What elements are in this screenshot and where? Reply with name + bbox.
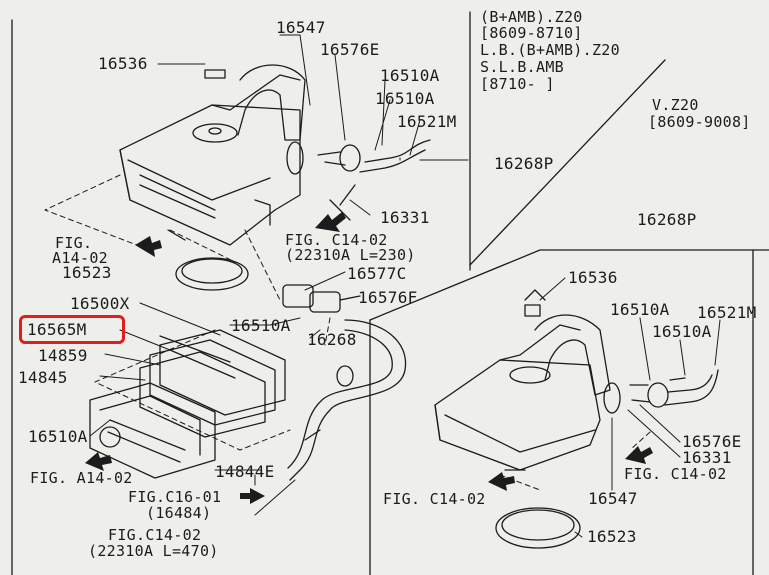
part-16536-lower: 16536 xyxy=(568,268,618,287)
part-16536: 16536 xyxy=(98,54,148,73)
fig-ref-a14-label: FIG. xyxy=(55,234,93,252)
applicability-line-2: [8609-8710] xyxy=(480,24,583,42)
upper-hoses xyxy=(287,319,407,481)
part-16500X: 16500X xyxy=(70,294,130,313)
part-16521M-lower: 16521M xyxy=(697,303,757,322)
upper-gaskets xyxy=(282,139,431,313)
part-16510A-lower-2: 16510A xyxy=(652,322,712,341)
part-16523-upper: 16523 xyxy=(62,263,112,282)
part-16510A-lower-1: 16510A xyxy=(610,300,670,319)
applicability-line-3: L.B.(B+AMB).Z20 xyxy=(480,41,620,59)
lower-frame-top xyxy=(369,249,769,321)
part-16268P-lower: 16268P xyxy=(637,210,697,229)
fig-ref-c16: FIG.C16-01 xyxy=(128,488,222,506)
part-16268: 16268 xyxy=(307,330,357,349)
part-14845: 14845 xyxy=(18,368,68,387)
lower-arrows xyxy=(488,446,653,491)
highlight-box-16565M xyxy=(19,315,125,344)
fig-ref-c14-lower: FIG.C14-02 xyxy=(108,526,202,544)
fig-ref-c14-lower-note: (22310A L=470) xyxy=(88,542,219,560)
part-16523-lower: 16523 xyxy=(587,527,637,546)
part-16268P-upper: 16268P xyxy=(494,154,554,173)
part-16510A-upper-4: 16510A xyxy=(28,427,88,446)
variant-dates: [8609-9008] xyxy=(648,113,751,131)
part-16510A-upper-3: 16510A xyxy=(231,316,291,335)
fig-ref-a14-number: A14-02 xyxy=(52,249,108,267)
upper-air-cleaner-housing xyxy=(119,64,306,291)
lower-dashed-lines xyxy=(499,431,651,491)
part-16547: 16547 xyxy=(276,18,326,37)
fig-ref-a14-lower: FIG. A14-02 xyxy=(30,469,133,487)
part-14844E: 14844E xyxy=(215,462,275,481)
part-14859: 14859 xyxy=(38,346,88,365)
part-16510A-upper-2: 16510A xyxy=(375,89,435,108)
upper-filter-elements xyxy=(89,329,286,479)
applicability-line-1: (B+AMB).Z20 xyxy=(480,8,583,26)
part-16510A-upper-1: 16510A xyxy=(380,66,440,85)
upper-dashed-lines xyxy=(44,174,331,451)
part-16331-lower: 16331 xyxy=(682,448,732,467)
part-16565M: 16565M xyxy=(27,320,87,339)
fig-ref-c14-lower-right: FIG. C14-02 xyxy=(624,465,727,483)
part-16576E: 16576E xyxy=(320,40,380,59)
applicability-line-5: [8710- ] xyxy=(480,75,555,93)
fig-ref-c16-note: (16484) xyxy=(146,504,212,522)
upper-arrows xyxy=(85,212,346,504)
part-16331: 16331 xyxy=(380,208,430,227)
part-16576E-lower: 16576E xyxy=(682,432,742,451)
fig-ref-c14-upper-note: (22310A L=230) xyxy=(285,246,416,264)
part-16547-lower: 16547 xyxy=(588,489,638,508)
applicability-line-4: S.L.B.AMB xyxy=(480,58,564,76)
lower-gaskets xyxy=(603,369,719,414)
part-16521M: 16521M xyxy=(397,112,457,131)
lower-air-cleaner-housing xyxy=(434,289,611,549)
fig-ref-c14-upper: FIG. C14-02 xyxy=(285,231,388,249)
part-16576F: 16576F xyxy=(358,288,418,307)
upper-leaders xyxy=(89,34,469,516)
lower-leaders xyxy=(539,277,721,538)
diagonal-divider xyxy=(469,59,666,266)
variant-model: V.Z20 xyxy=(652,96,699,114)
fig-ref-c14-lower-left: FIG. C14-02 xyxy=(383,490,486,508)
part-16577C: 16577C xyxy=(347,264,407,283)
